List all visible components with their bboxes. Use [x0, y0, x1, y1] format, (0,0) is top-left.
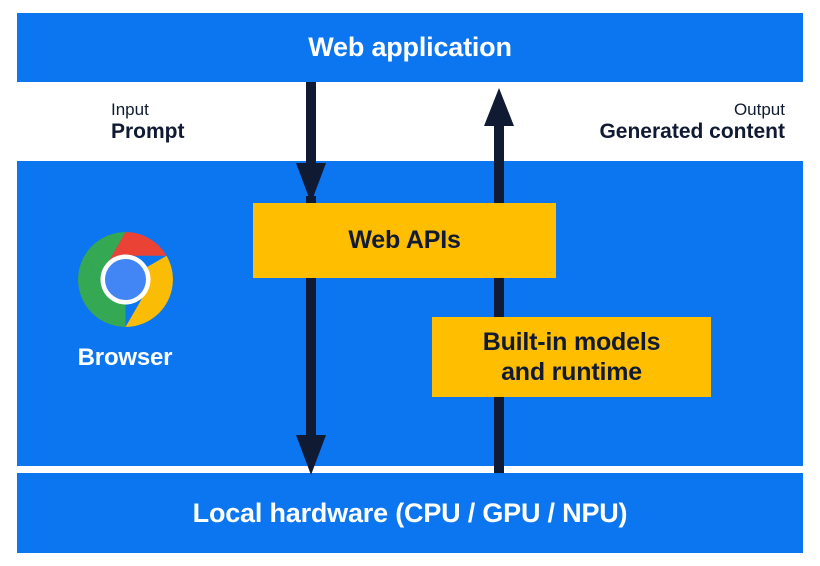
input-value-label: Prompt — [111, 119, 185, 143]
web-application-band: Web application — [17, 13, 803, 82]
local-hardware-band: Local hardware (CPU / GPU / NPU) — [17, 473, 803, 553]
builtin-models-box: Built-in models and runtime — [432, 317, 711, 397]
web-application-label: Web application — [308, 32, 512, 62]
builtin-models-label-line1: Built-in models — [482, 327, 661, 356]
web-apis-label: Web APIs — [348, 226, 461, 255]
browser-caption-label: Browser — [77, 344, 173, 371]
output-value-label: Generated content — [599, 119, 785, 143]
builtin-models-label: Built-in models and runtime — [483, 327, 661, 388]
input-kind-label: Input — [111, 100, 149, 119]
output-annotation: Output Generated content — [599, 100, 785, 144]
builtin-models-label-line2: and runtime — [501, 358, 642, 386]
output-kind-label: Output — [733, 100, 785, 119]
generated-content-flow-arrow-head — [484, 88, 514, 126]
prompt-flow-arrow-shaft-lower — [306, 196, 316, 437]
chrome-logo-icon — [77, 232, 173, 327]
prompt-flow-arrow-head-lower — [296, 435, 326, 475]
browser-mark: Browser — [63, 232, 187, 372]
input-annotation: Input Prompt — [111, 100, 185, 144]
generated-content-flow-arrow-shaft — [494, 124, 504, 473]
prompt-flow-arrow-shaft-upper — [306, 82, 316, 165]
local-hardware-label: Local hardware (CPU / GPU / NPU) — [192, 497, 628, 528]
web-apis-box: Web APIs — [253, 203, 556, 278]
